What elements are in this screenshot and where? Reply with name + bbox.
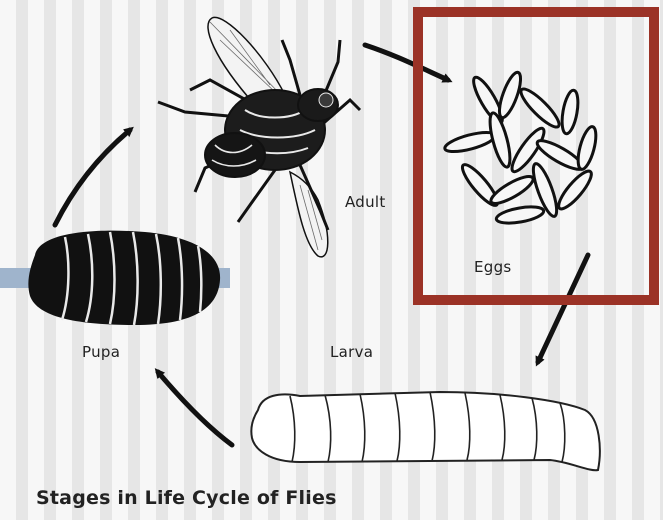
pupa-label: Pupa <box>82 343 120 361</box>
arrow-pupa-to-adult <box>55 130 130 225</box>
pupa-drawing <box>28 231 220 325</box>
fly-drawing <box>158 17 360 256</box>
eggs-highlight-box <box>413 7 659 305</box>
diagram-caption: Stages in Life Cycle of Flies <box>36 487 337 509</box>
arrow-larva-to-pupa <box>158 372 232 445</box>
adult-label: Adult <box>345 193 386 211</box>
eggs-label: Eggs <box>474 258 512 276</box>
larva-drawing <box>251 392 599 470</box>
larva-label: Larva <box>330 343 373 361</box>
